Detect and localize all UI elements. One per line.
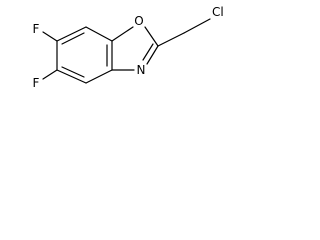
chlorine-label: Cl [212,5,224,19]
bond-c5-f [42,69,58,80]
bond-c4-c5 [56,69,87,84]
bond-c2-ch2 [157,32,185,47]
bond-c7a-o [111,26,134,42]
fluorine-label-bottom: F [33,76,40,90]
chemical-structure: F F O N Cl [33,5,224,90]
double-bond-c6-c7 [61,32,85,45]
double-bond-c2-n [142,43,154,61]
bond-ch2-cl [183,18,211,34]
nitrogen-label: N [137,63,146,77]
bond-c6-f [42,31,58,42]
bond-c3a-c4 [85,69,113,84]
bond-c6-c7 [56,26,87,42]
benzene-ring [56,26,113,84]
bond-c2-n [146,45,159,65]
oxazole-ring [111,26,159,71]
fluorine-label-top: F [33,22,40,36]
oxygen-label: O [134,14,143,28]
bond-o-c2 [144,26,159,47]
bond-c7-c7a [85,26,113,42]
double-bond-c4-c5 [61,66,85,78]
